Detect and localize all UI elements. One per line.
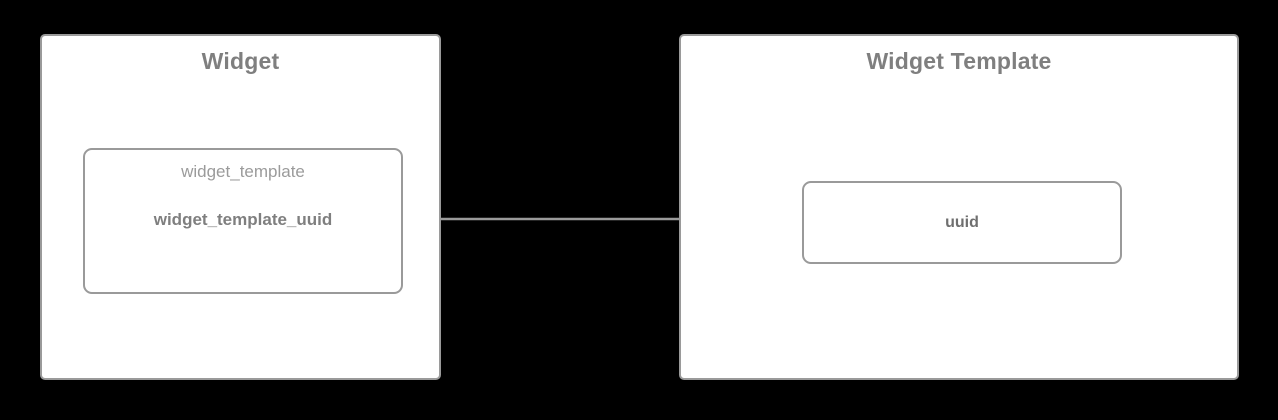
attribute-key-label: widget_template_uuid: [153, 210, 333, 229]
entity-widget-title: Widget: [201, 48, 280, 74]
attribute-box-widget-template[interactable]: widget_template widget_template_uuid: [83, 148, 403, 294]
attribute-key-label: uuid: [945, 213, 979, 231]
attribute-relation-label: widget_template: [181, 162, 305, 181]
attribute-box-uuid[interactable]: uuid: [802, 181, 1122, 264]
entity-widget-template-title: Widget Template: [866, 48, 1052, 74]
entity-widget-template[interactable]: Widget Template uuid: [679, 34, 1239, 380]
entity-widget[interactable]: Widget widget_template widget_template_u…: [40, 34, 441, 380]
